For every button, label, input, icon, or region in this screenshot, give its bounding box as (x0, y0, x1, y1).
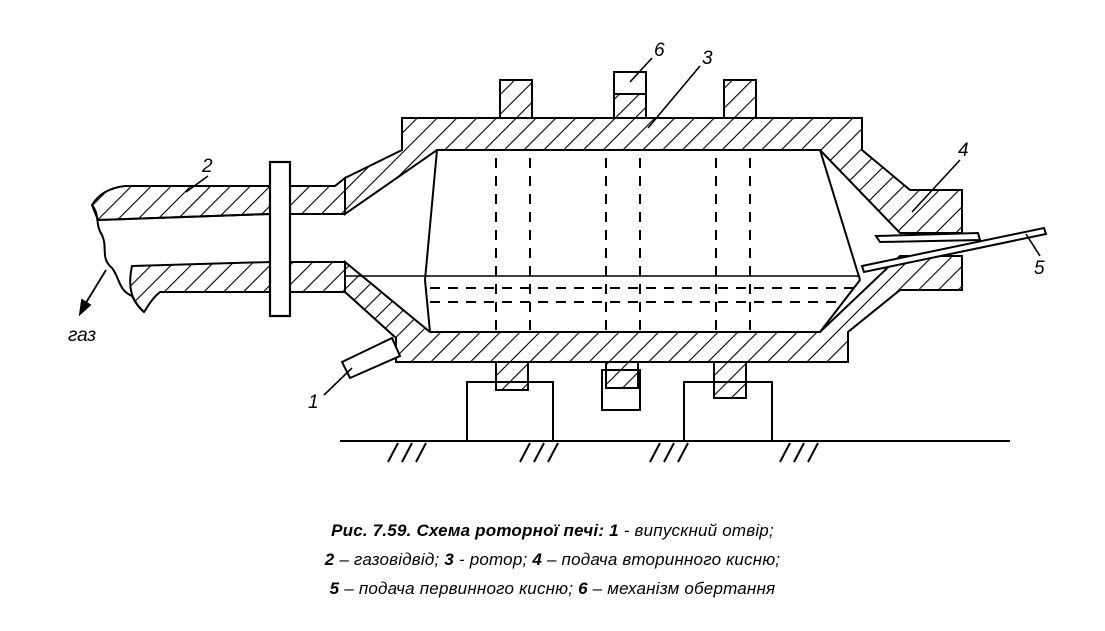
furnace-body (344, 117, 963, 363)
caption-line-3: 5 – подача первинного кисню; 6 – механіз… (0, 574, 1105, 603)
label-2: 2 (201, 156, 213, 177)
rotor-dashes (430, 158, 860, 330)
caption-item-number: 1 (609, 521, 619, 540)
caption-item-text: - ротор; (458, 550, 528, 569)
caption-item-number: 5 (329, 579, 340, 598)
caption-item-number: 4 (532, 550, 543, 569)
oxygen-lances (860, 226, 1048, 274)
caption-item-text: - випускний отвір; (623, 521, 774, 540)
label-5: 5 (1034, 258, 1045, 279)
caption-line-2: 2 – газовідвід; 3 - ротор; 4 – подача вт… (0, 545, 1105, 574)
ground (340, 440, 1010, 463)
label-1: 1 (308, 392, 319, 413)
caption-item-text: – подача первинного кисню; (344, 579, 574, 598)
leader-lines (185, 57, 1041, 396)
caption-item-text: – газовідвід; (339, 550, 440, 569)
figure-caption: Рис. 7.59. Схема роторної печі: 1 - випу… (0, 516, 1105, 603)
caption-title: Рис. 7.59. Схема роторної печі: (331, 521, 605, 540)
label-gas: газ (68, 325, 96, 346)
tap-hole (340, 336, 402, 380)
label-3: 3 (702, 48, 713, 69)
rotation-mechanism (495, 71, 757, 399)
gas-flow-arrow (78, 269, 107, 317)
rotary-furnace-diagram: газ 1 2 3 4 5 6 (68, 40, 1048, 463)
gas-outlet-pipe (90, 160, 346, 318)
label-4: 4 (958, 140, 969, 161)
caption-item-number: 2 (324, 550, 335, 569)
caption-item-text: – подача вторинного кисню; (546, 550, 781, 569)
caption-line-1: Рис. 7.59. Схема роторної печі: 1 - випу… (0, 516, 1105, 545)
caption-item-number: 3 (444, 550, 454, 569)
label-6: 6 (654, 40, 665, 61)
caption-item-number: 6 (578, 579, 588, 598)
caption-item-text: – механізм обертання (592, 579, 776, 598)
